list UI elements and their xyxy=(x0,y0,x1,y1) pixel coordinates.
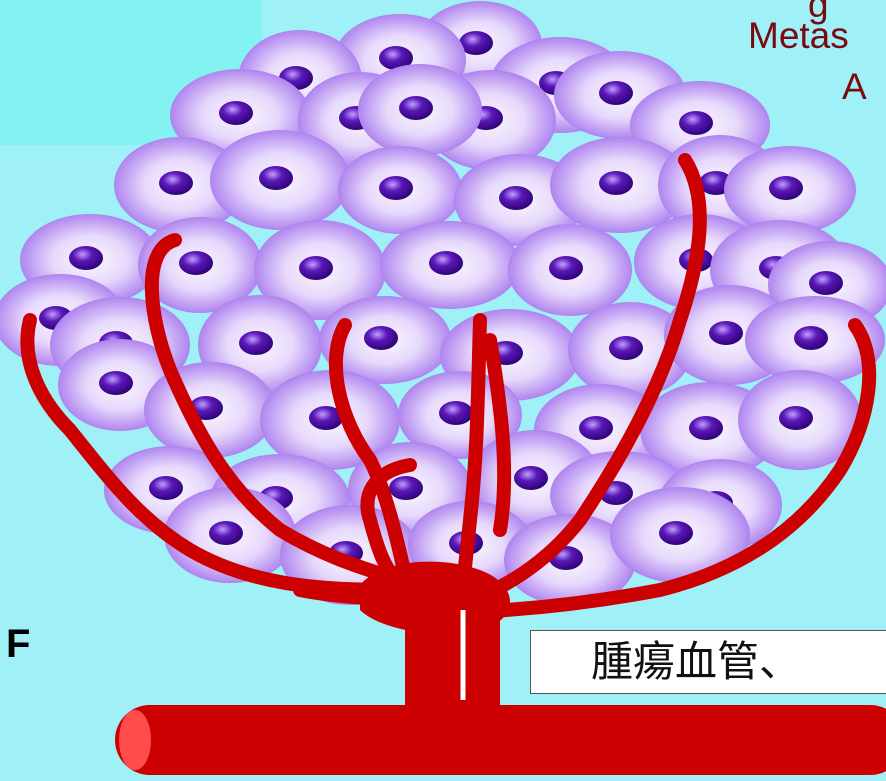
caption-box: 腫瘍血管、 xyxy=(530,630,886,694)
nucleus xyxy=(179,251,213,275)
tumor-cell xyxy=(508,224,632,316)
nucleus xyxy=(769,176,803,200)
nucleus xyxy=(439,401,473,425)
nucleus xyxy=(794,326,828,350)
nucleus xyxy=(379,176,413,200)
nucleus xyxy=(99,371,133,395)
nucleus xyxy=(219,101,253,125)
title-line-3: A xyxy=(842,68,867,105)
tumor-cell xyxy=(358,64,482,156)
nucleus xyxy=(399,96,433,120)
tumor-cell-cluster xyxy=(0,1,886,606)
nucleus xyxy=(239,331,273,355)
nucleus xyxy=(259,166,293,190)
nucleus xyxy=(159,171,193,195)
nucleus xyxy=(389,476,423,500)
nucleus xyxy=(609,336,643,360)
nucleus xyxy=(209,521,243,545)
nucleus xyxy=(679,111,713,135)
tumor-cell xyxy=(210,130,350,230)
side-label: F xyxy=(6,622,30,667)
nucleus xyxy=(579,416,613,440)
nucleus xyxy=(149,476,183,500)
caption-text: 腫瘍血管、 xyxy=(591,639,801,685)
nucleus xyxy=(809,271,843,295)
nucleus xyxy=(429,251,463,275)
nucleus xyxy=(364,326,398,350)
title-line-2: Metas xyxy=(748,17,849,54)
nucleus xyxy=(299,256,333,280)
vessel-lumen-end xyxy=(119,710,151,770)
nucleus xyxy=(69,246,103,270)
nucleus xyxy=(599,81,633,105)
nucleus xyxy=(659,521,693,545)
tumor-cell xyxy=(380,221,520,309)
nucleus xyxy=(709,321,743,345)
nucleus xyxy=(514,466,548,490)
main-vessel xyxy=(115,705,886,775)
nucleus xyxy=(689,416,723,440)
nucleus xyxy=(499,186,533,210)
nucleus xyxy=(599,171,633,195)
tumor-cell xyxy=(338,146,462,234)
nucleus xyxy=(779,406,813,430)
nucleus xyxy=(549,256,583,280)
